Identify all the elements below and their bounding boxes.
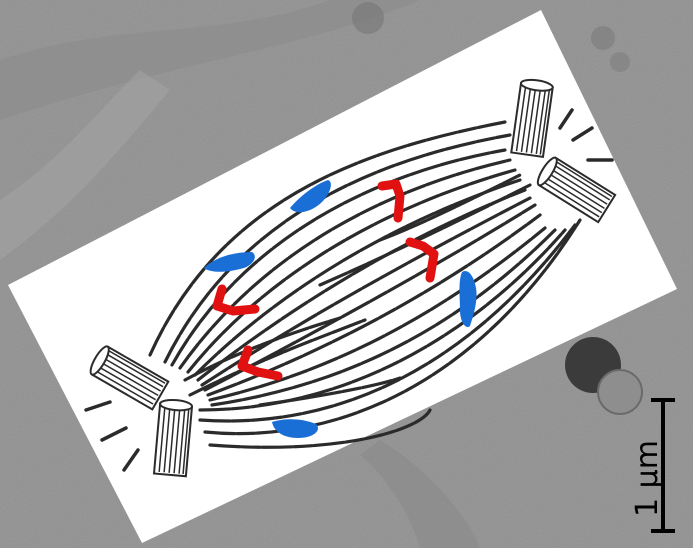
astral-rays-lower-left — [84, 400, 140, 472]
red-chromosome-3 — [212, 284, 260, 316]
astral-rays-upper-right — [558, 108, 614, 162]
centriole-upper-right-b — [536, 156, 617, 224]
red-chromosomes — [212, 179, 439, 381]
centriole-lower-left-a — [89, 345, 170, 411]
blue-chromosome-4 — [272, 419, 318, 438]
blue-chromosome-3 — [459, 270, 477, 328]
blue-chromosome-1 — [290, 180, 331, 213]
scale-bar-label: 1 µm — [630, 440, 665, 517]
red-chromosome-1 — [377, 179, 405, 223]
centriole-lower-left-b — [152, 398, 194, 478]
scale-bar — [651, 398, 675, 533]
red-chromosome-4 — [237, 345, 283, 381]
blue-chromosomes — [204, 180, 477, 438]
blue-chromosome-2 — [204, 252, 255, 272]
red-chromosome-2 — [405, 237, 439, 283]
centriole-upper-right-a — [510, 78, 554, 159]
